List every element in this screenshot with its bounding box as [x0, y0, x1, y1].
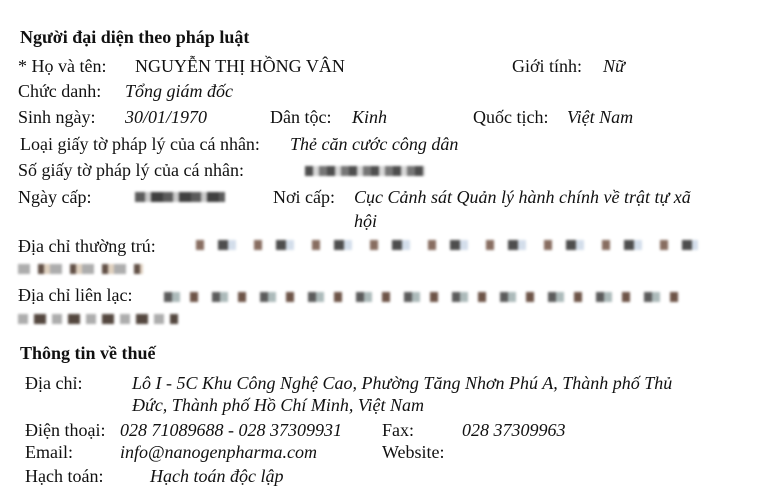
contact-address-label: Địa chỉ liên lạc:	[18, 285, 133, 305]
id-number-label: Số giấy tờ pháp lý của cá nhân:	[18, 160, 244, 180]
redacted-id-number	[305, 166, 425, 176]
issue-place-line1: Cục Cảnh sát Quản lý hành chính về trật …	[354, 187, 691, 207]
title-label: Chức danh:	[18, 81, 102, 101]
gender-label: Giới tính:	[512, 56, 583, 76]
name-label: * Họ và tên:	[18, 56, 107, 76]
email-label: Email:	[25, 442, 73, 462]
redacted-issue-date	[135, 192, 225, 202]
gender-value: Nữ	[603, 56, 625, 76]
id-type-label: Loại giấy tờ pháp lý của cá nhân:	[20, 134, 260, 154]
website-label: Website:	[382, 442, 445, 462]
tax-address-line2: Đức, Thành phố Hồ Chí Minh, Việt Nam	[132, 395, 424, 415]
fax-label: Fax:	[382, 420, 415, 440]
redacted-contact-address-line2	[18, 314, 178, 324]
permanent-address-label: Địa chỉ thường trú:	[18, 236, 156, 256]
issue-place-label: Nơi cấp:	[273, 187, 335, 207]
issue-place-line2: hội	[354, 211, 378, 231]
phone-value: 028 71089688 - 028 37309931	[120, 420, 342, 440]
dob-value: 30/01/1970	[125, 107, 208, 127]
accounting-value: Hạch toán độc lập	[150, 466, 284, 486]
ethnicity-value: Kinh	[352, 107, 388, 127]
phone-label: Điện thoại:	[25, 420, 106, 440]
name-value: NGUYỄN THỊ HỒNG VÂN	[135, 56, 345, 76]
accounting-label: Hạch toán:	[25, 466, 104, 486]
email-value: info@nanogenpharma.com	[120, 442, 318, 462]
redacted-permanent-address	[178, 240, 698, 250]
redacted-contact-address	[150, 292, 690, 302]
fax-value: 028 37309963	[462, 420, 566, 440]
issue-date-label: Ngày cấp:	[18, 187, 92, 207]
id-type-value: Thẻ căn cước công dân	[290, 134, 459, 154]
dob-label: Sinh ngày:	[18, 107, 96, 127]
legal-rep-heading: Người đại diện theo pháp luật	[20, 27, 250, 47]
tax-address-label: Địa chỉ:	[25, 373, 83, 393]
ethnicity-label: Dân tộc:	[270, 107, 332, 127]
title-value: Tổng giám đốc	[125, 81, 233, 101]
tax-heading: Thông tin về thuế	[20, 343, 156, 363]
nationality-value: Việt Nam	[567, 107, 634, 127]
redacted-permanent-address-line2	[18, 264, 143, 274]
nationality-label: Quốc tịch:	[473, 107, 549, 127]
tax-address-line1: Lô I - 5C Khu Công Nghệ Cao, Phường Tăng…	[132, 373, 673, 393]
